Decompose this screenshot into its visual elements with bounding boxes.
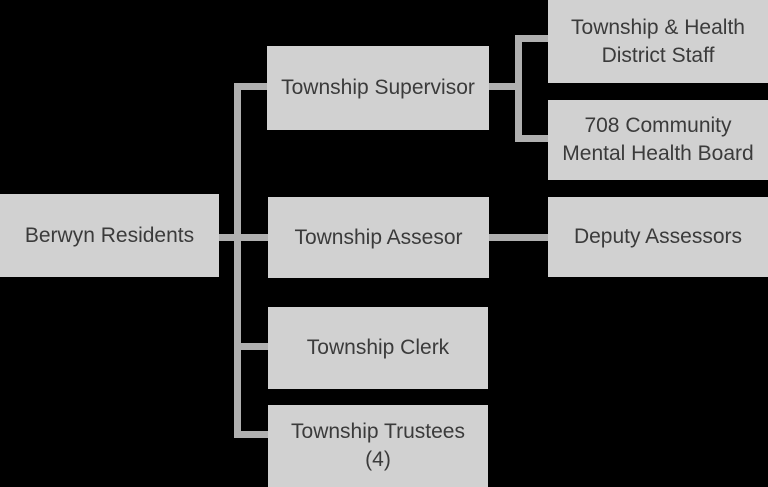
connector-assessor-to-deputy	[489, 234, 548, 241]
node-deputy-assessors-label: Deputy Assessors	[573, 225, 743, 248]
node-township-clerk: Township Clerk	[268, 307, 488, 389]
connector-trunk-to-supervisor	[234, 83, 267, 90]
node-township-supervisor: Township Supervisor	[267, 46, 489, 130]
connector-trunk-to-clerk	[234, 343, 268, 350]
node-township-trustees-label: Township Trustees (4)	[291, 420, 465, 471]
node-township-clerk-label: Township Clerk	[306, 336, 450, 359]
node-708-community-mental-health-board-label: 708 Community Mental Health Board	[562, 114, 754, 165]
node-berwyn-residents: Berwyn Residents	[0, 194, 219, 277]
node-berwyn-residents-label: Berwyn Residents	[24, 223, 195, 247]
connector-trunk-to-trustees	[234, 431, 268, 438]
connector-bracket-to-mental-health-board	[515, 135, 548, 142]
node-township-assessor-label: Township Assesor	[294, 225, 463, 249]
node-township-health-district-staff: Township & Health District Staff	[548, 0, 768, 83]
connector-berwyn-to-assessor	[219, 234, 268, 241]
node-708-community-mental-health-board: 708 Community Mental Health Board	[548, 100, 768, 180]
node-deputy-assessors: Deputy Assessors	[548, 197, 768, 277]
node-township-supervisor-label: Township Supervisor	[281, 76, 475, 99]
node-township-health-district-staff-label: Township & Health District Staff	[571, 15, 745, 67]
connector-trunk-vertical	[234, 83, 241, 438]
connector-supervisor-to-bracket	[489, 83, 522, 90]
node-township-assessor: Township Assesor	[268, 197, 489, 278]
connector-bracket-to-staff	[515, 35, 548, 42]
connector-bracket-vertical	[515, 35, 522, 142]
node-township-trustees: Township Trustees (4)	[268, 405, 488, 487]
